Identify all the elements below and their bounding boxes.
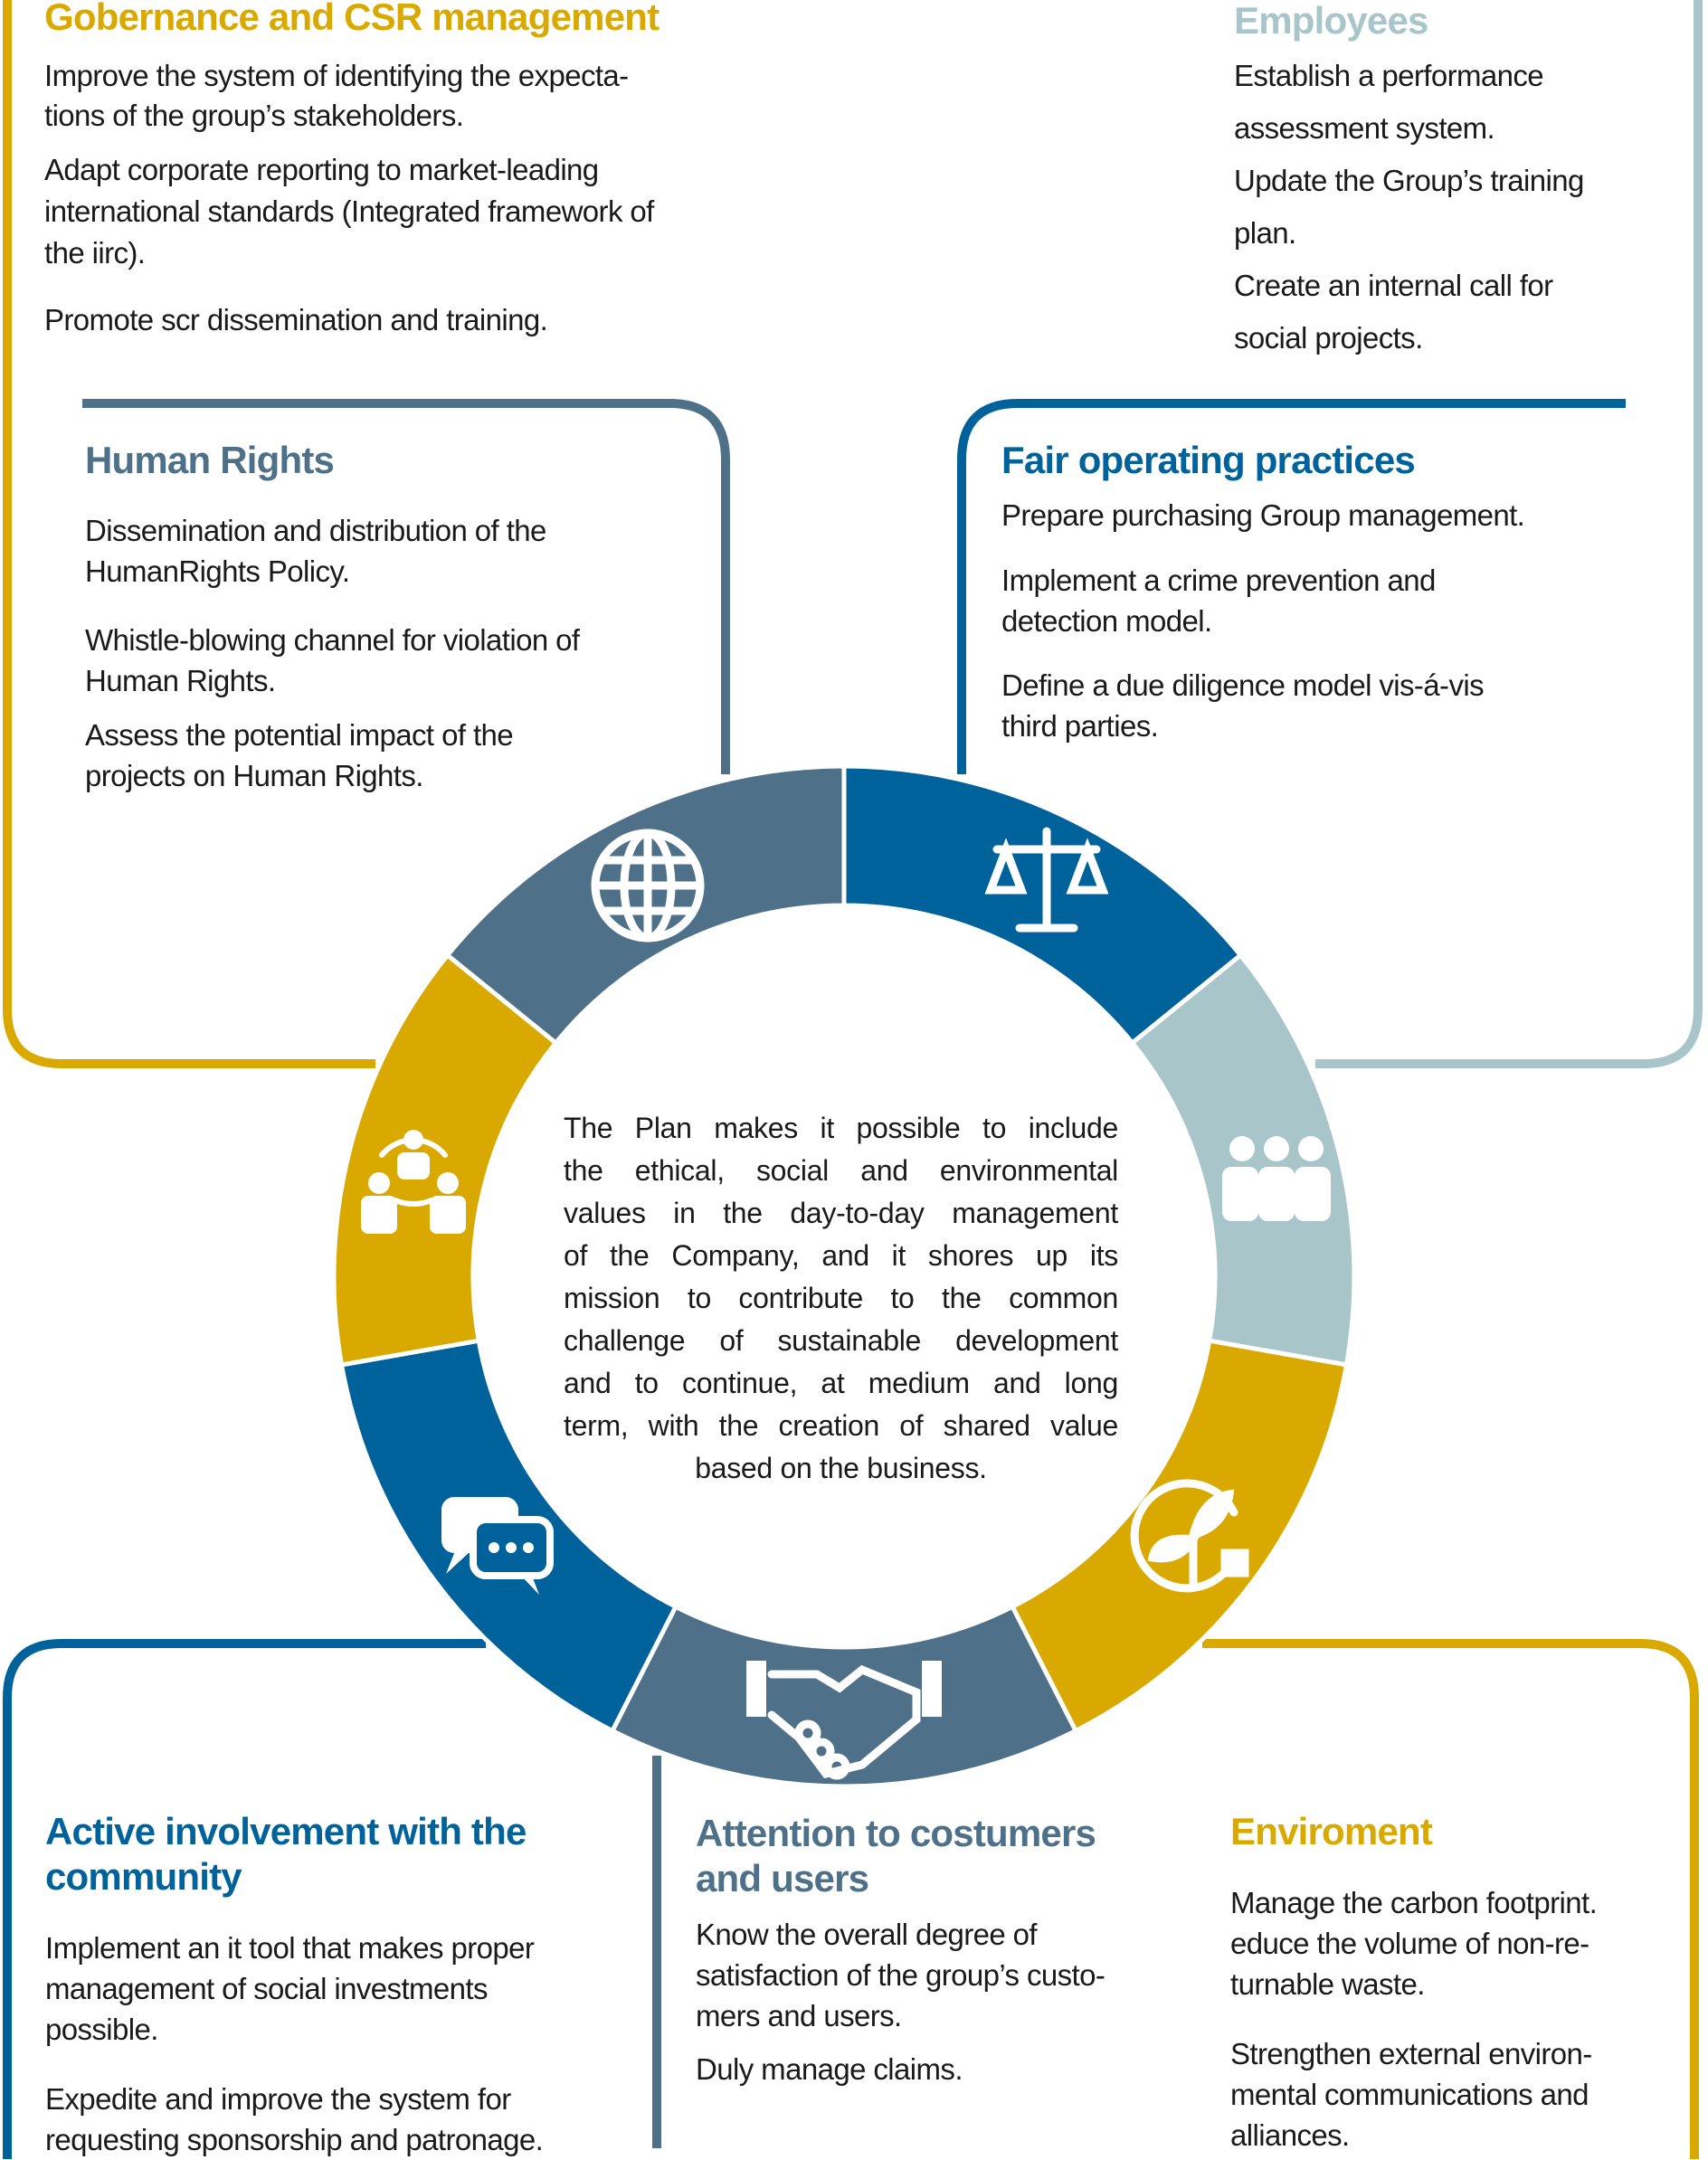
community-item: Expedite and improve the system for requ… [45, 2082, 544, 2156]
employees-title: Employees [1234, 0, 1428, 42]
environment-border [1202, 1639, 1699, 2159]
center-line: of the Company, and it shores up its [564, 1239, 1118, 1272]
center-line: term, with the creation of shared value [564, 1409, 1118, 1442]
center-line: values in the day-to-day management [564, 1197, 1118, 1229]
fair-border [957, 399, 1626, 774]
customers-item: Know the overall degree of satisfaction … [696, 1918, 1105, 2032]
human-rights-item: Assess the potential impact of the proje… [85, 718, 514, 792]
governance-item: Promote scr dissemination and training. [44, 303, 548, 336]
employees-items: Establish a performance assessment syste… [1234, 59, 1584, 355]
customers-item: Duly manage claims. [696, 2052, 963, 2086]
community-title: Active involvement with the community [45, 1810, 527, 1898]
governance-border [3, 0, 375, 1068]
center-line: and to continue, at medium and long [564, 1367, 1118, 1399]
scales-icon [984, 827, 1109, 933]
human-rights-title: Human Rights [85, 439, 335, 481]
community-item: Implement an it tool that makes proper m… [45, 1931, 535, 2046]
governance-title: Gobernance and CSR management [44, 0, 659, 38]
governance-item: Adapt corporate reporting to market-lead… [44, 153, 654, 270]
center-statement: The Plan makes it possible to include th… [564, 1107, 1118, 1490]
people-icon [1222, 1136, 1331, 1221]
center-line: based on the business. [695, 1452, 987, 1484]
globe-icon [591, 829, 705, 943]
plant-plug-icon [1130, 1479, 1249, 1593]
center-line: the ethical, social and environmental [564, 1154, 1118, 1187]
human-rights-item: Whistle-blowing channel for violation of… [85, 623, 580, 697]
governance-item: Improve the system of identifying the ex… [44, 59, 629, 132]
center-line: The Plan makes it possible to include [564, 1112, 1118, 1144]
human-rights-item: Dissemination and distribution of the Hu… [85, 514, 546, 588]
community-border [3, 1639, 486, 2159]
chat-icon [441, 1497, 554, 1595]
fair-practices-item: Prepare purchasing Group management. [1001, 498, 1525, 532]
customers-title: Attention to costumers and users [696, 1812, 1096, 1899]
team-circle-icon [361, 1130, 466, 1234]
handshake-icon [746, 1661, 942, 1780]
environment-title: Enviroment [1230, 1810, 1433, 1852]
human-rights-border [82, 399, 730, 774]
employees-border [1315, 0, 1703, 1068]
environment-item: Strengthen external environ- mental comm… [1230, 2037, 1592, 2152]
center-line: challenge of sustainable development [564, 1324, 1118, 1357]
fair-practices-title: Fair operating practices [1001, 439, 1416, 481]
fair-practices-item: Define a due diligence model vis-á-vis t… [1001, 668, 1485, 743]
center-line: mission to contribute to the common [564, 1282, 1118, 1314]
environment-item: Manage the carbon footprint. educe the v… [1230, 1886, 1598, 2001]
fair-practices-item: Implement a crime prevention and detecti… [1001, 564, 1436, 638]
